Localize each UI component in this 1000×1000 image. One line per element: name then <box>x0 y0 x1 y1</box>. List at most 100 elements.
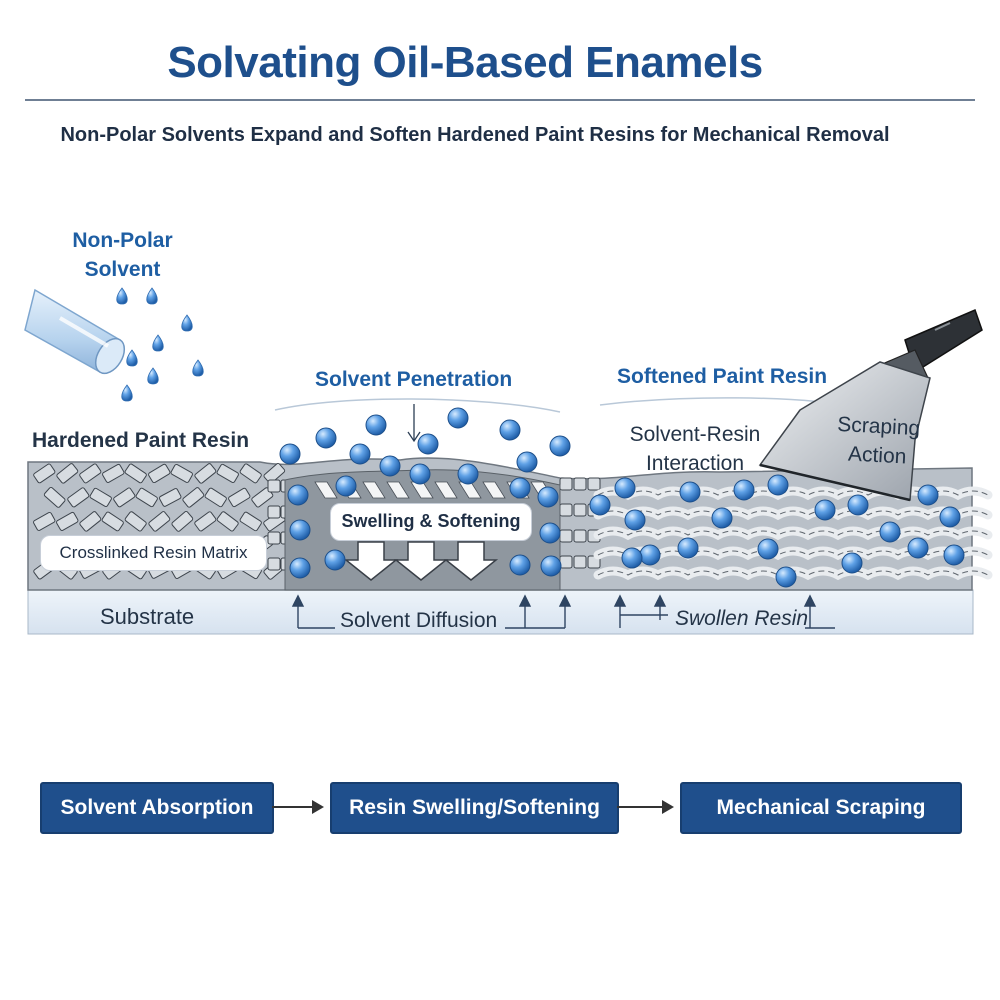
teardrop <box>181 314 193 332</box>
step-resin-swelling: Resin Swelling/Softening <box>330 782 619 834</box>
title-divider <box>25 99 975 101</box>
droplet <box>417 433 439 455</box>
droplet <box>879 521 901 543</box>
resin-block <box>102 463 125 483</box>
resin-block <box>216 511 239 532</box>
droplet <box>539 522 561 544</box>
diffusion-arrows <box>291 594 835 629</box>
teardrop <box>147 367 159 385</box>
resin-block <box>124 463 147 484</box>
resin-block <box>56 463 79 484</box>
softening-arrows <box>343 541 499 581</box>
droplet <box>379 455 401 477</box>
droplet <box>499 419 521 441</box>
crosslinked-label: Crosslinked Resin Matrix <box>40 535 267 571</box>
resin-block <box>170 463 193 483</box>
step-mechanical-scraping: Mechanical Scraping <box>680 782 962 834</box>
droplet <box>324 549 346 571</box>
droplet <box>841 552 863 574</box>
chain-outline <box>597 510 989 516</box>
droplet <box>335 475 357 497</box>
resin-block <box>79 511 102 532</box>
teardrop <box>152 334 164 352</box>
step-solvent-absorption: Solvent Absorption <box>40 782 274 834</box>
droplet <box>287 484 309 506</box>
resin-block <box>148 511 171 532</box>
resin-block <box>559 529 573 543</box>
resin-block <box>33 511 56 531</box>
softened-label: Softened Paint Resin <box>617 365 828 388</box>
droplet <box>509 477 531 499</box>
resin-block <box>135 487 158 508</box>
resin-block <box>573 529 587 543</box>
resin-block <box>194 463 217 484</box>
stripe <box>362 481 386 499</box>
droplet <box>733 479 755 501</box>
swollen-label: Swollen Resin <box>675 607 809 630</box>
droplet <box>409 463 431 485</box>
resin-block <box>148 463 171 484</box>
resin-block <box>124 511 147 532</box>
droplet <box>624 509 646 531</box>
flow-arrow-1 <box>272 800 324 814</box>
resin-block <box>267 531 281 545</box>
substrate-layer <box>27 589 974 635</box>
resin-block <box>587 477 601 491</box>
droplet <box>549 435 571 457</box>
chain-outline <box>597 530 989 536</box>
resin-block <box>216 463 239 483</box>
droplet <box>315 427 337 449</box>
droplet <box>939 506 961 528</box>
droplet <box>621 547 643 569</box>
page-subtitle: Non-Polar Solvents Expand and Soften Har… <box>60 124 890 146</box>
solvent-tube <box>24 288 126 375</box>
diffusion-label: Solvent Diffusion <box>340 609 498 632</box>
solvation-diagram <box>24 287 993 635</box>
resin-block <box>559 555 573 569</box>
droplet <box>757 538 779 560</box>
solvent-label: Non-Polar Solvent <box>72 229 173 281</box>
resin-block <box>159 488 182 507</box>
droplet <box>509 554 531 576</box>
resin-block <box>573 503 587 517</box>
droplet <box>847 494 869 516</box>
resin-block <box>559 477 573 491</box>
scraping-label: Scraping Action <box>836 412 921 469</box>
droplet <box>814 499 836 521</box>
resin-block <box>263 462 286 484</box>
substrate-label: Substrate <box>100 604 195 629</box>
resin-block <box>33 463 56 484</box>
droplet <box>516 451 538 473</box>
stripe <box>314 481 338 499</box>
penetration-arc <box>274 398 561 413</box>
resin-block <box>204 487 227 508</box>
resin-block <box>267 557 281 571</box>
droplet <box>614 477 636 499</box>
droplet <box>289 557 311 579</box>
droplet <box>289 519 311 541</box>
resin-block <box>267 479 281 493</box>
droplet <box>943 544 965 566</box>
droplet <box>917 484 939 506</box>
stripe <box>434 481 458 499</box>
resin-block <box>89 487 112 508</box>
resin-block <box>182 487 205 508</box>
flow-arrow-2 <box>617 800 674 814</box>
resin-block <box>239 463 262 484</box>
droplet <box>679 481 701 503</box>
droplet <box>447 407 469 429</box>
resin-block <box>79 463 102 484</box>
droplet <box>540 555 562 577</box>
resin-block <box>559 503 573 517</box>
droplet <box>907 537 929 559</box>
resin-block <box>228 487 251 508</box>
scraper-tool <box>758 308 983 502</box>
teardrop <box>146 287 158 305</box>
solvent-droplets <box>279 407 965 588</box>
resin-block <box>67 487 90 508</box>
resin-block <box>113 487 136 508</box>
stripe <box>386 481 410 499</box>
swelling-label: Swelling & Softening <box>330 503 532 541</box>
page-title: Solvating Oil-Based Enamels <box>167 38 763 87</box>
penetration-arrow <box>407 404 421 443</box>
